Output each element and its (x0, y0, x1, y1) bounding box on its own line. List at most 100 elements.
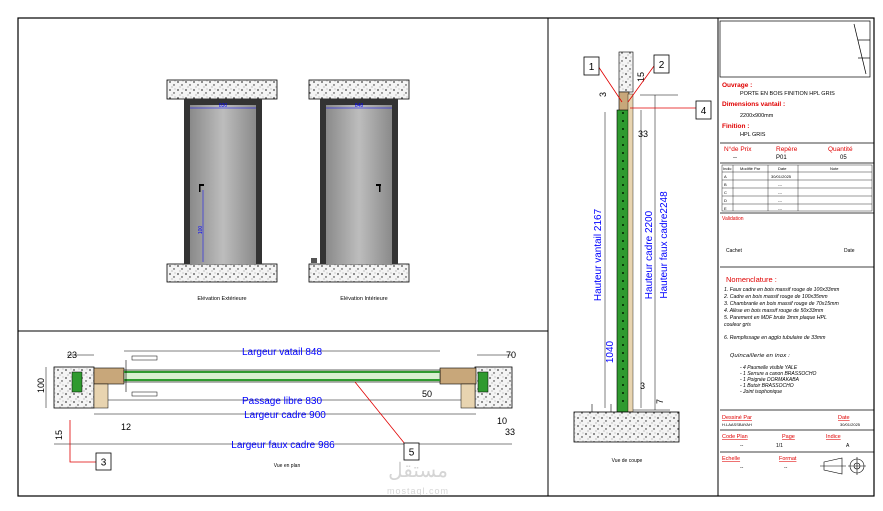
svg-text:مستقل: مستقل (388, 460, 448, 482)
title-block-grid (719, 20, 874, 453)
svg-text:6. Remplissage en agglo tubula: 6. Remplissage en agglo tubulaire de 33m… (724, 335, 826, 341)
svg-text:- 1 Poignée DORMAKABA: - 1 Poignée DORMAKABA (740, 377, 800, 383)
callout-4 (695, 100, 712, 120)
date-label: Date (838, 415, 850, 421)
echelle-value: -- (740, 465, 744, 471)
section-view-label: Vue de coupe (612, 458, 643, 464)
quantite-label: Quantité (828, 146, 853, 153)
plan-dim-15: 15 (54, 430, 64, 440)
svg-text:Modifié Par: Modifié Par (740, 166, 761, 171)
plan-dim-70: 70 (506, 350, 516, 360)
validation-label: Validation (722, 216, 744, 222)
date-value: 30/01/2025 (840, 422, 861, 427)
svg-text:2. Cadre en bois massif rouge: 2. Cadre en bois massif rouge de 100x35m… (723, 294, 828, 300)
section-dim-7: 7 (655, 399, 665, 404)
section-dim-3-top: 3 (598, 92, 608, 97)
format-value: -- (784, 465, 788, 471)
plan-dim-largeur-vatail: Largeur vatail 848 (242, 347, 322, 358)
sheet-border (17, 17, 875, 497)
projection-symbol-icon (820, 457, 866, 475)
dessine-label: Dessiné Par (722, 415, 752, 421)
svg-text:4. Alèse en bois massif rouge: 4. Alèse en bois massif rouge de 50x33mm (724, 308, 824, 314)
svg-text:mostaql.com: mostaql.com (387, 486, 449, 496)
dessine-value: H.LAASSBAYAH (722, 422, 752, 427)
svg-text:Note: Note (830, 166, 839, 171)
svg-text:couleur gris: couleur gris (724, 322, 751, 328)
ouvrage-label: Ouvrage : (722, 82, 752, 89)
svg-text:4: 4 (701, 106, 707, 117)
svg-text:---: --- (778, 198, 783, 203)
revision-table: Indic Modifié Par Date Note A 30/01/2025… (723, 166, 839, 211)
ouvrage-value: PORTE EN BOIS FINITION HPL GRIS (740, 91, 835, 97)
svg-text:5. Parement en MDF brute 3mm p: 5. Parement en MDF brute 3mm plaque HPL (724, 315, 827, 321)
codeplan-value: -- (740, 443, 744, 449)
section-dimension-lines (604, 94, 678, 411)
svg-text:D: D (724, 198, 727, 203)
plan-view (53, 355, 513, 409)
cachet-label: Cachet (726, 248, 742, 254)
plan-dim-50: 50 (422, 389, 432, 399)
callout-1 (583, 56, 600, 76)
finition-value: HPL GRIS (740, 132, 766, 138)
svg-text:1. Faux cadre en bois massif r: 1. Faux cadre en bois massif rouge de 10… (724, 287, 840, 293)
section-dim-hauteur-vantail: Hauteur vantail 2167 (593, 208, 604, 301)
section-view (573, 51, 680, 443)
svg-text:30/01/2025: 30/01/2025 (771, 174, 792, 179)
plan-dim-passage-libre: Passage libre 830 (242, 396, 322, 407)
page-label: Page (782, 434, 795, 440)
elevation-interieure: 848 (308, 79, 410, 283)
watermark: مستقل mostaql.com (387, 460, 449, 496)
plan-dim-100: 100 (36, 378, 46, 393)
plan-dim-23: 23 (67, 350, 77, 360)
quincaillerie-title: Quincaillerie en inox : (730, 353, 790, 359)
svg-text:- 4 Paumelle visible YALE: - 4 Paumelle visible YALE (740, 365, 798, 371)
repere-label: Repère (776, 146, 798, 153)
svg-text:5: 5 (409, 448, 415, 459)
svg-text:- 1 Butoir BRASSOCHO: - 1 Butoir BRASSOCHO (740, 383, 794, 389)
elevation-exterieure-label: Elévation Extérieure (197, 296, 246, 302)
prix-value: -- (733, 155, 737, 161)
plan-dim-12: 12 (121, 422, 131, 432)
elev-ext-height-dim: 100 (198, 226, 204, 235)
plan-dim-10: 10 (497, 416, 507, 426)
svg-text:A: A (724, 174, 727, 179)
section-dim-1040: 1040 (605, 340, 616, 363)
svg-text:3. Chambranle en bois massif r: 3. Chambranle en bois massif rouge de 70… (724, 301, 839, 307)
callout-2 (653, 54, 670, 74)
plan-dim-largeur-cadre: Largeur cadre 900 (244, 410, 326, 421)
elevation-interieure-label: Elévation Intérieure (340, 296, 387, 302)
indice-value: A (846, 443, 850, 449)
quantite-value: 05 (840, 155, 847, 161)
svg-text:C: C (724, 190, 727, 195)
dimensions-label: Dimensions vantail : (722, 101, 785, 108)
page-value: 1/1 (776, 443, 783, 449)
svg-text:- 1 Serrure a canon BRASSOCHO: - 1 Serrure a canon BRASSOCHO (740, 371, 817, 377)
plan-view-label: Vue en plan (274, 463, 301, 469)
svg-text:Indic: Indic (723, 166, 731, 171)
svg-text:B: B (724, 182, 727, 187)
svg-text:2: 2 (659, 60, 665, 71)
elev-int-width-dim: 848 (355, 103, 364, 109)
revision-table-grid (721, 164, 873, 212)
prix-label: N°de Prix (724, 145, 752, 153)
svg-text:---: --- (778, 182, 783, 187)
svg-text:- Joint isophonique: - Joint isophonique (740, 389, 782, 395)
section-dim-hauteur-faux-cadre: Hauteur faux cadre2248 (659, 191, 670, 299)
section-dim-hauteur-cadre: Hauteur cadre 2200 (644, 210, 655, 299)
section-dim-15: 15 (636, 72, 646, 82)
svg-text:1: 1 (589, 62, 595, 73)
plan-dim-largeur-faux-cadre: Largeur faux cadre 986 (231, 440, 335, 451)
plan-dimension-lines (45, 350, 512, 445)
elev-ext-width-dim: 830 (219, 103, 228, 109)
callout-3 (95, 452, 112, 471)
repere-value: P01 (776, 155, 787, 161)
section-dim-33: 33 (638, 129, 648, 139)
format-label: Format (779, 456, 797, 462)
elevation-exterieure: 830 100 (166, 79, 278, 283)
svg-text:---: --- (778, 206, 783, 211)
svg-text:E: E (724, 206, 727, 211)
svg-text:3: 3 (101, 458, 107, 469)
date-label-validation: Date (844, 248, 855, 254)
svg-text:Date: Date (778, 166, 787, 171)
